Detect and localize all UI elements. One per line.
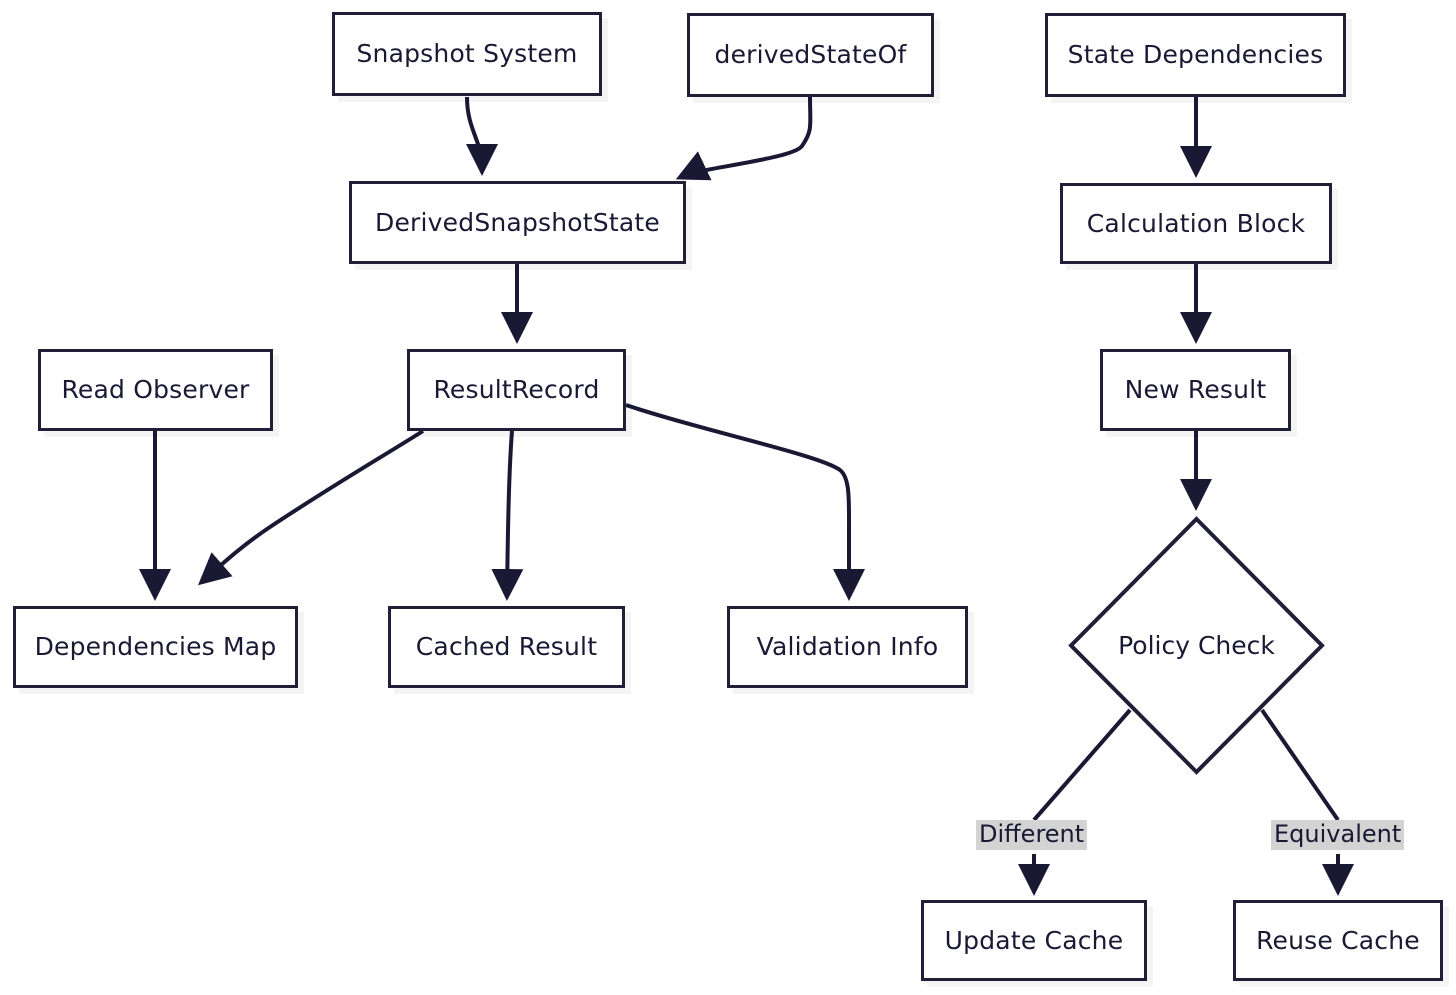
edge-result-record-to-cached-result	[491, 430, 524, 601]
node-new-result[interactable]: New Result	[1100, 349, 1291, 431]
node-label-calculation-block: Calculation Block	[1086, 208, 1306, 238]
edge-result-record-to-validation-info	[625, 403, 865, 601]
node-label-snapshot-system: Snapshot System	[356, 39, 578, 69]
node-label-dependencies-map: Dependencies Map	[34, 632, 277, 662]
node-label-reuse-cache: Reuse Cache	[1256, 925, 1420, 955]
node-derived-snapshot-state[interactable]: DerivedSnapshotState	[349, 181, 686, 264]
node-derived-state-of[interactable]: derivedStateOf	[687, 13, 934, 97]
diamond-shape	[1068, 516, 1325, 775]
node-cached-result[interactable]: Cached Result	[388, 606, 625, 688]
node-label-derived-snapshot-state: DerivedSnapshotState	[375, 207, 660, 237]
edge-label-different: Different	[976, 820, 1088, 850]
edge-result-record-to-dependencies-map	[197, 429, 425, 586]
node-policy-check[interactable]: Policy Check	[1068, 516, 1325, 775]
node-dependencies-map[interactable]: Dependencies Map	[13, 606, 298, 688]
node-label-derived-state-of: derivedStateOf	[714, 40, 907, 70]
node-label-cached-result: Cached Result	[415, 632, 598, 662]
node-label-result-record: ResultRecord	[433, 375, 600, 405]
edge-label-equivalent: Equivalent	[1271, 820, 1405, 850]
node-validation-info[interactable]: Validation Info	[727, 606, 968, 688]
node-state-dependencies[interactable]: State Dependencies	[1045, 13, 1346, 97]
node-update-cache[interactable]: Update Cache	[921, 900, 1147, 981]
node-reuse-cache[interactable]: Reuse Cache	[1233, 900, 1443, 981]
node-label-read-observer: Read Observer	[61, 375, 250, 405]
node-calculation-block[interactable]: Calculation Block	[1060, 183, 1332, 264]
edge-derived-state-of-to-derived-snapshot-state	[675, 96, 813, 181]
edge-snapshot-system-to-derived-snapshot-state	[465, 96, 498, 176]
node-label-state-dependencies: State Dependencies	[1067, 40, 1324, 70]
node-label-policy-check: Policy Check	[1118, 631, 1275, 660]
node-label-update-cache: Update Cache	[944, 925, 1124, 955]
node-label-new-result: New Result	[1124, 375, 1267, 405]
node-read-observer[interactable]: Read Observer	[38, 349, 273, 431]
node-label-validation-info: Validation Info	[756, 632, 939, 662]
node-result-record[interactable]: ResultRecord	[407, 349, 626, 431]
node-snapshot-system[interactable]: Snapshot System	[332, 12, 602, 96]
